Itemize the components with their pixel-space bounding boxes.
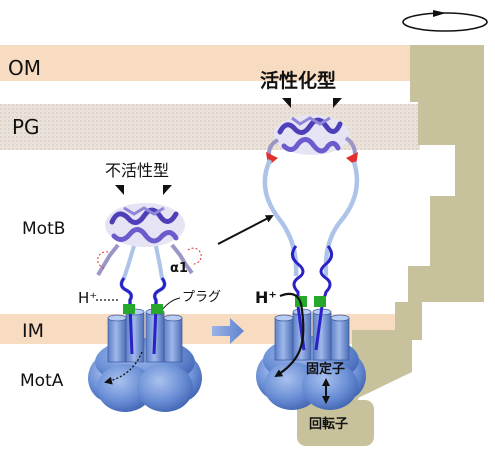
pointer-icon	[333, 98, 342, 108]
linker-active-left	[262, 159, 299, 277]
linker-inactive-left	[119, 277, 133, 306]
plug-label: プラグ	[182, 290, 221, 305]
motb-domain-inactive	[96, 203, 202, 277]
alpha1-label: α1	[170, 261, 188, 276]
stator-label: 固定子	[306, 361, 345, 377]
layer-label-mota: MotA	[20, 371, 64, 391]
active-state-label: 活性化型	[260, 69, 336, 92]
pointer-icon	[115, 185, 124, 195]
rotor-structure	[300, 45, 484, 404]
mota-complex-active	[256, 296, 366, 410]
rotor-label: 回転子	[309, 416, 348, 432]
motb-domain-active	[266, 115, 358, 166]
peptidoglycan-layer	[0, 104, 420, 150]
layer-label-im: IM	[22, 320, 44, 342]
outer-membrane	[0, 45, 420, 81]
proton-label-left: H⁺	[78, 289, 97, 307]
pointer-icon	[282, 98, 291, 108]
linker-active-left	[291, 245, 305, 306]
rotation-arrow-icon	[402, 10, 488, 32]
pointer-icon	[163, 185, 172, 195]
transition-arrow-icon	[217, 215, 274, 245]
layer-label-pg: PG	[12, 115, 40, 139]
layer-label-motb: MotB	[22, 219, 65, 239]
proton-path-inactive	[104, 351, 143, 385]
mota-complex-inactive	[88, 304, 202, 412]
plug-pointer	[161, 297, 181, 311]
linker-active-right	[319, 245, 333, 307]
rotor-box	[297, 400, 374, 446]
inactive-state-label: 不活性型	[105, 161, 169, 180]
layer-label-om: OM	[8, 56, 41, 80]
linker-inactive-right	[153, 277, 167, 306]
proton-path-active	[274, 292, 305, 378]
im-transition-arrow-icon	[212, 318, 244, 344]
proton-label-right: H⁺	[255, 288, 277, 307]
linker-active-right	[323, 161, 360, 277]
